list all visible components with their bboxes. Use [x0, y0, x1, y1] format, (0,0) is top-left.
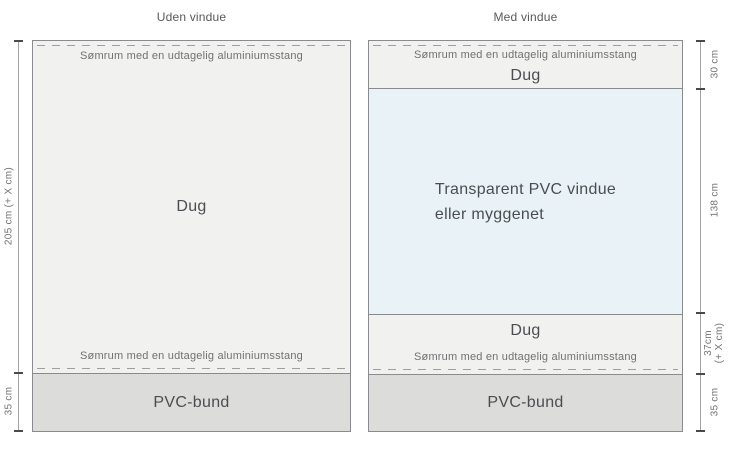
left-pvc-dimension-label: 35 cm	[3, 386, 15, 416]
seam-allowance-label-bottom: Sømrum med en udtagelig aluminiumsstang	[79, 350, 303, 362]
right-dug-top-area: Sømrum med en udtagelig aluminiumsstang …	[369, 41, 682, 89]
left-dimension-line	[18, 41, 19, 431]
window-label-line2: eller myggenet	[434, 205, 545, 223]
left-height-dimension-label: 205 cm (+ X cm)	[3, 166, 15, 246]
seam-allowance-label-top: Sømrum med en udtagelig aluminiumsstang	[413, 49, 637, 61]
left-pvc-bund-area: PVC-bund	[33, 373, 350, 431]
panel-uden-vindue: Sømrum med en udtagelig aluminiumsstang …	[32, 40, 351, 432]
dimension-tick	[14, 372, 23, 374]
left-dug-label: Dug	[176, 198, 207, 215]
right-pvc-bund-area: PVC-bund	[369, 374, 682, 431]
left-pvc-bund-label: PVC-bund	[153, 393, 230, 411]
right-dug-top-label: Dug	[510, 67, 541, 84]
dimension-tick	[14, 430, 23, 432]
seam-dashed-line-bottom	[373, 369, 678, 370]
right-dug-bottom-area: Dug Sømrum med en udtagelig aluminiumsst…	[369, 314, 682, 374]
right-dimension-line	[700, 41, 701, 431]
left-diagram-title: Uden vindue	[156, 10, 227, 24]
dimension-tick	[14, 40, 23, 42]
left-dug-label-wrap: Dug	[33, 41, 350, 373]
right-window-dimension-label: 138 cm	[709, 182, 721, 218]
right-dug-bottom-label: Dug	[510, 322, 541, 339]
seam-allowance-label-bottom: Sømrum med en udtagelig aluminiumsstang	[413, 351, 637, 363]
right-bottom-dug-dimension-line2: (+ X cm)	[714, 322, 725, 364]
window-label-line1: Transparent PVC vindue	[434, 180, 617, 198]
left-dug-area: Sømrum med en udtagelig aluminiumsstang …	[33, 41, 350, 373]
right-bottom-dug-dimension-label: 37cm (+ X cm)	[703, 323, 725, 363]
right-pvc-bund-label: PVC-bund	[487, 394, 564, 411]
right-diagram-title: Med vindue	[493, 10, 558, 24]
window-area: Transparent PVC vindue eller myggenet	[369, 89, 682, 314]
right-pvc-dimension-label: 35 cm	[709, 387, 721, 417]
panel-med-vindue: Sømrum med en udtagelig aluminiumsstang …	[368, 40, 683, 432]
right-bottom-dug-dimension-line1: 37cm	[703, 330, 714, 356]
seam-dashed-line-bottom	[37, 368, 346, 369]
dimension-tick	[696, 88, 705, 90]
seam-dashed-line-top	[373, 45, 678, 46]
dimension-tick	[696, 40, 705, 42]
seam-dashed-line-top	[37, 45, 346, 46]
dimension-tick	[696, 312, 705, 314]
right-top-dimension-label: 30 cm	[709, 49, 721, 79]
dimension-tick	[696, 430, 705, 432]
window-label: Transparent PVC vindue eller myggenet	[435, 177, 616, 227]
seam-allowance-label-top: Sømrum med en udtagelig aluminiumsstang	[79, 50, 303, 62]
dimension-tick	[696, 373, 705, 375]
